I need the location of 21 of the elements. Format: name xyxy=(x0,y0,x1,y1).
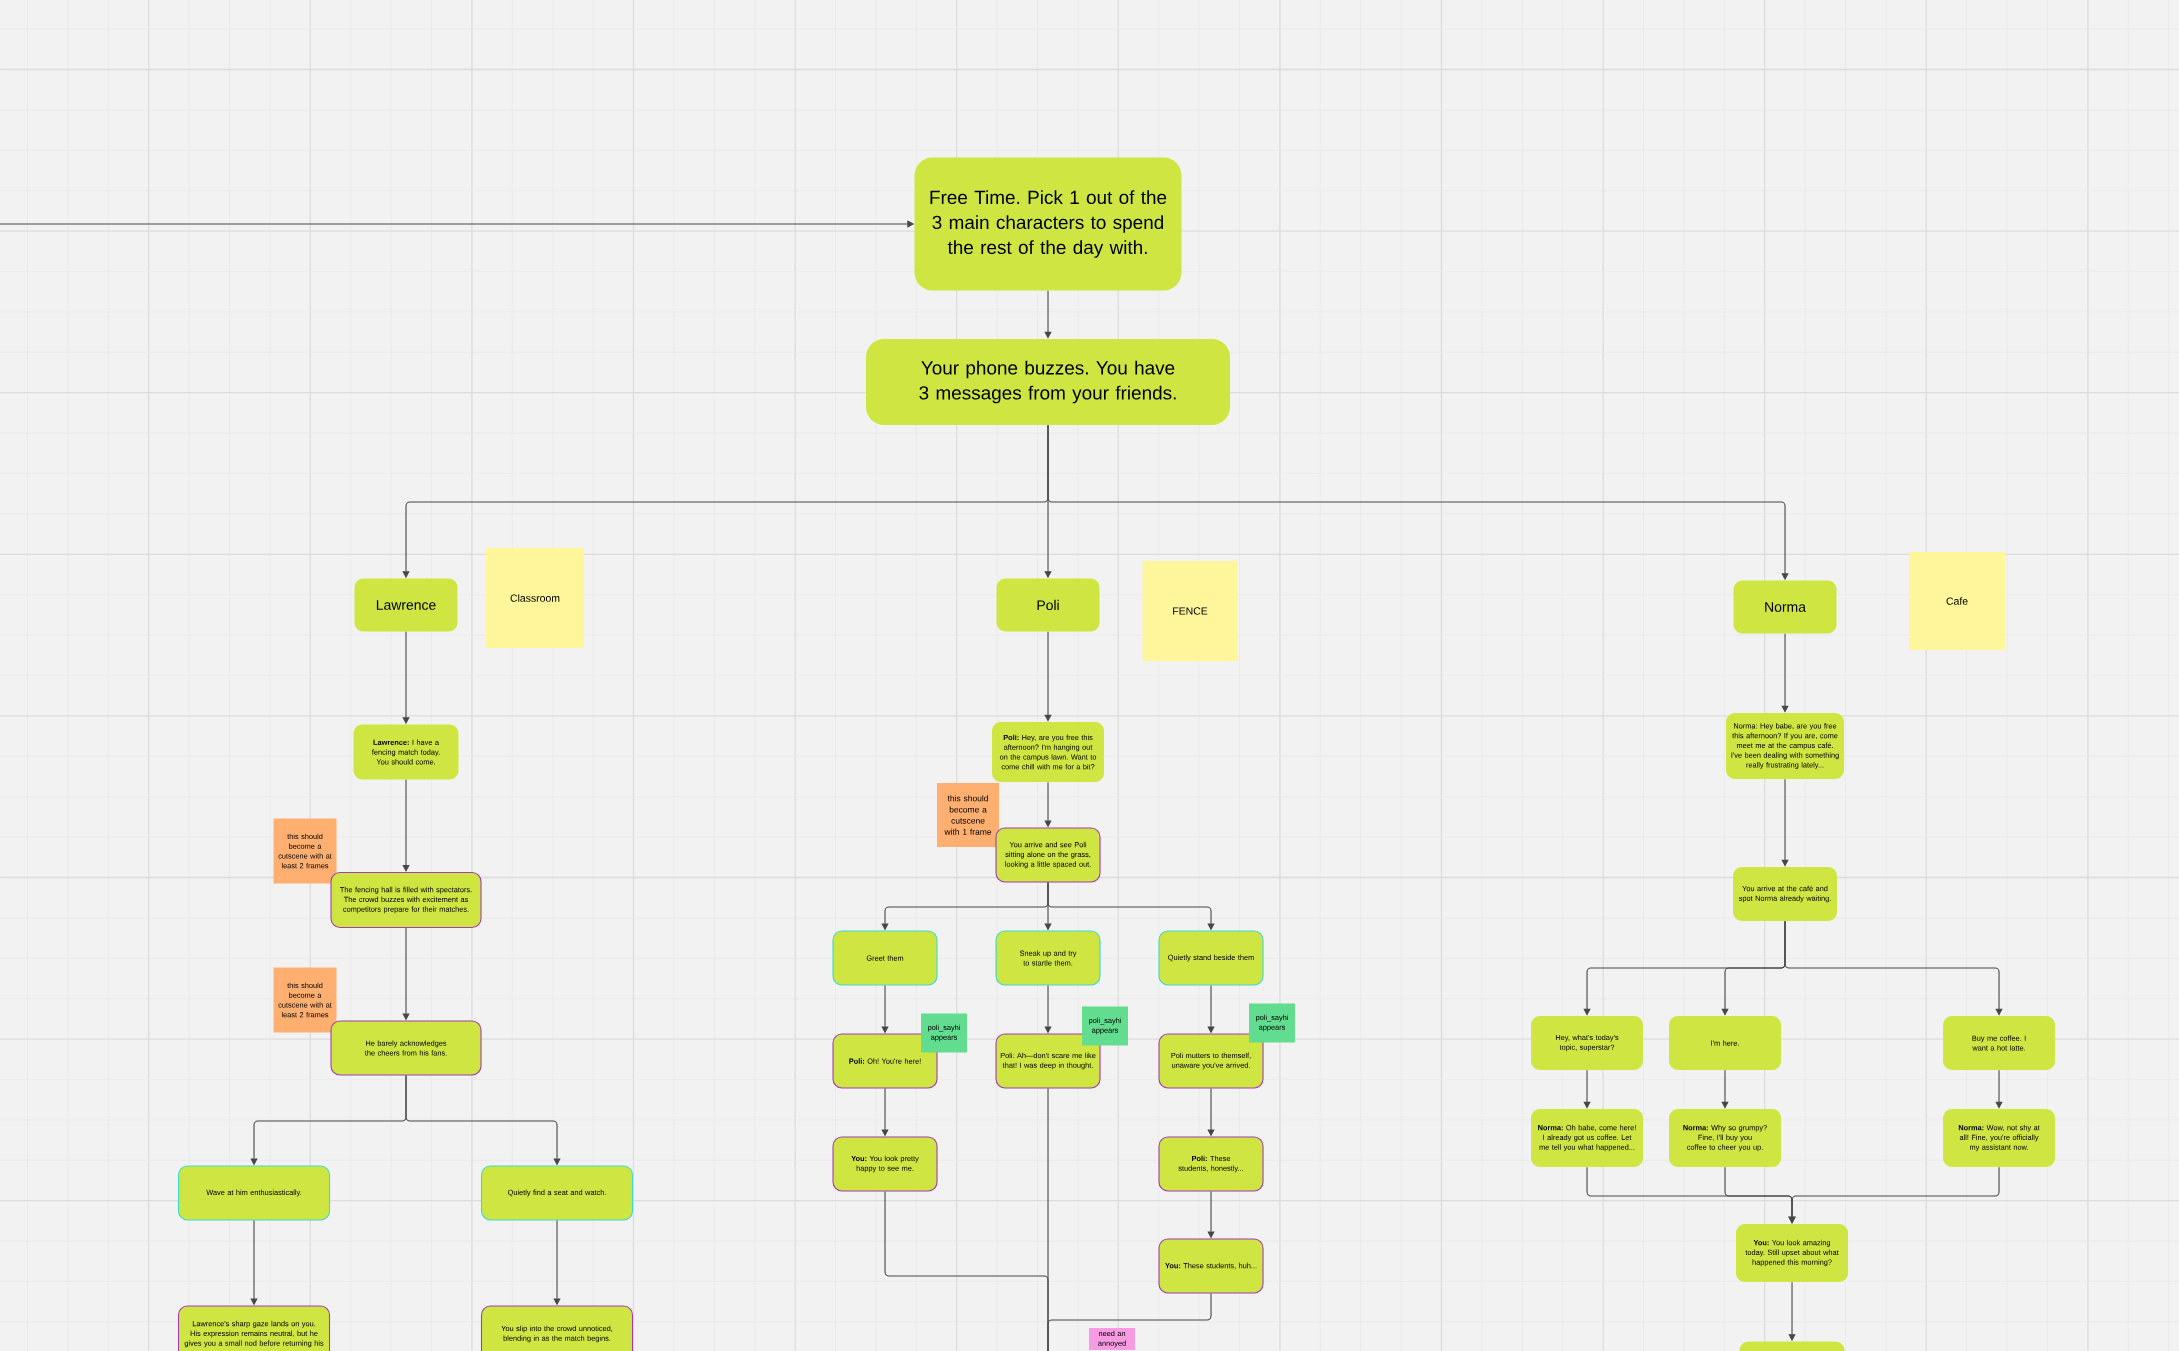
arrow xyxy=(1721,1069,1729,1109)
process-box: Norma xyxy=(1733,580,1837,634)
arrow xyxy=(1044,290,1052,339)
process-box: Your phone buzzes. You have 3 messages from your friends. xyxy=(866,339,1230,425)
arrow xyxy=(1583,1069,1591,1109)
arrow xyxy=(1784,920,2003,1016)
sticky-note: Cafe xyxy=(1909,552,2005,650)
process-box: Free Time. Pick 1 out of the 3 main characters to spend the rest of the day with. xyxy=(914,157,1182,291)
sticky-note: FENCE xyxy=(1142,561,1238,661)
arrow xyxy=(1995,1069,2003,1109)
connector-line xyxy=(1047,1293,1212,1351)
process-box: Poli xyxy=(996,578,1100,632)
arrow xyxy=(1781,633,1789,713)
sticky-note: Classroom xyxy=(486,548,584,648)
process-box: Lawrence xyxy=(354,578,458,632)
sticky-note: this should become a cutscene with 1 frame xyxy=(937,783,999,847)
arrow xyxy=(402,779,410,872)
arrow xyxy=(1788,1166,2000,1224)
arrow xyxy=(1781,778,1789,867)
arrow xyxy=(1044,631,1052,722)
empty-box xyxy=(1739,1341,1845,1351)
